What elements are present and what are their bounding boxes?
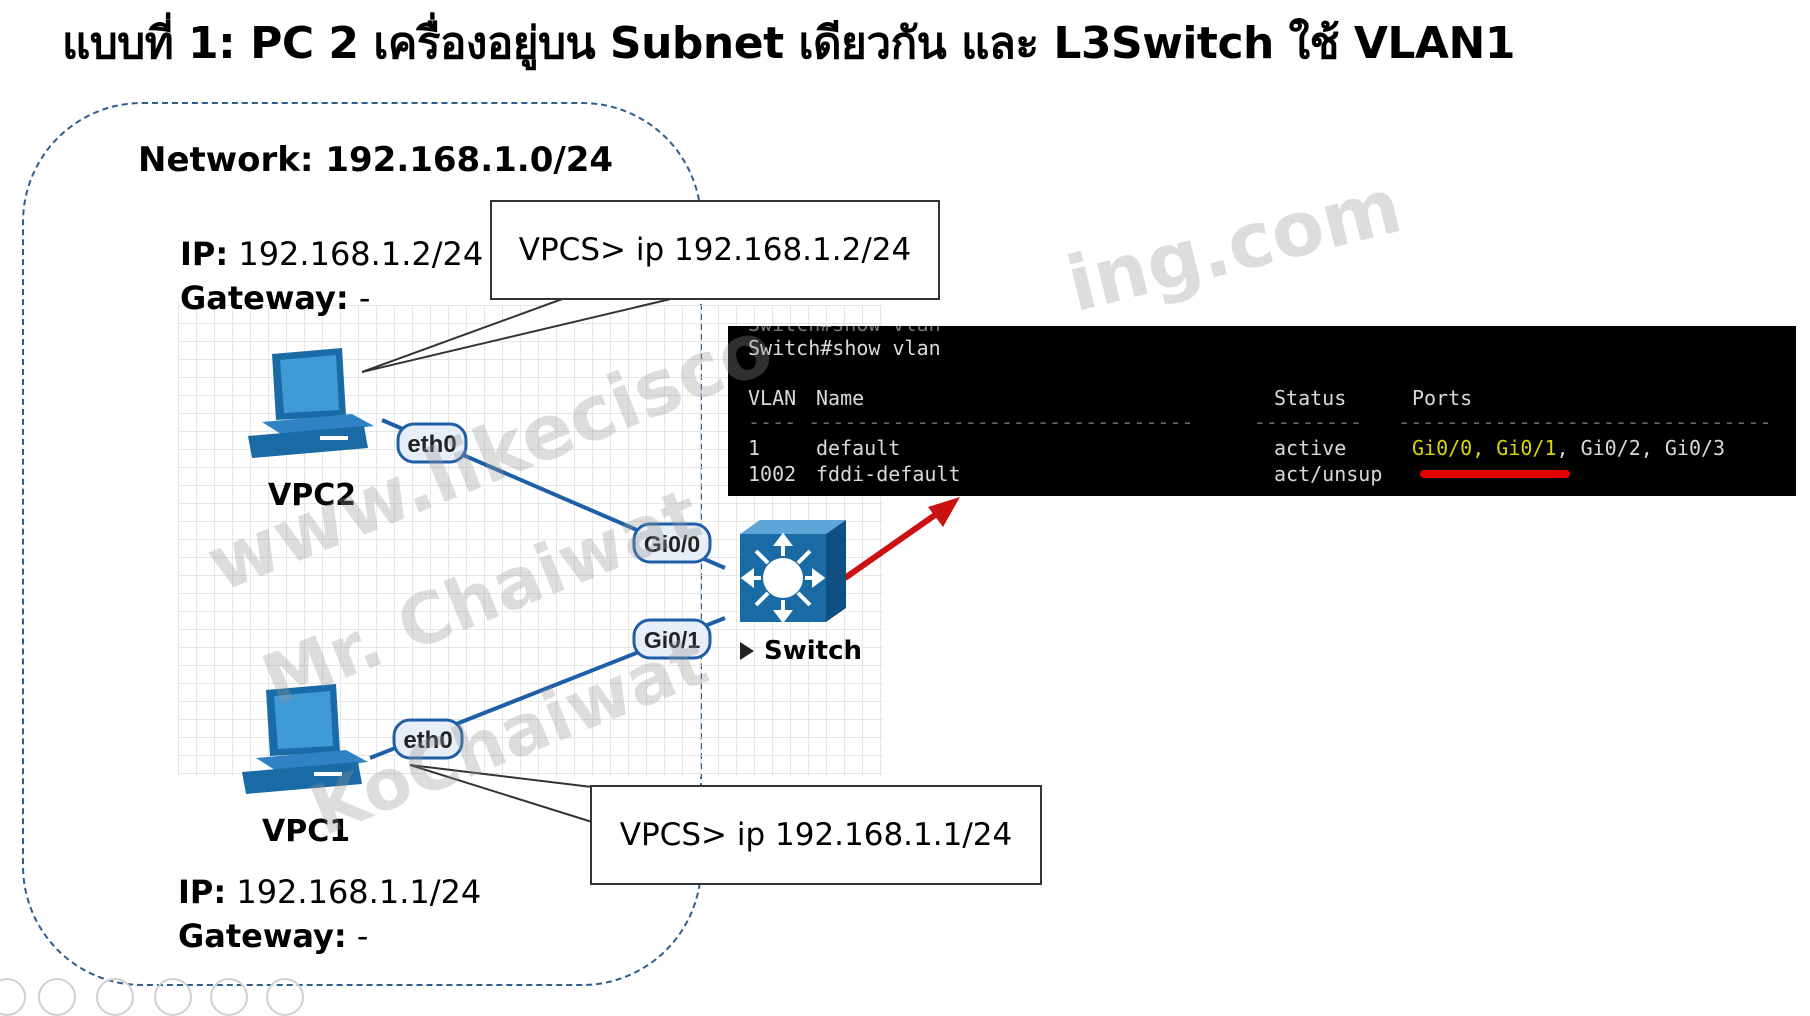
pc-icon[interactable] — [240, 340, 380, 465]
toolbar-zoom-button[interactable] — [210, 978, 248, 1016]
red-arrow-line — [843, 505, 947, 581]
vpc2-info: IP: 192.168.1.2/24 Gateway: - — [180, 232, 483, 320]
vpc1-ip-line: IP: 192.168.1.1/24 — [178, 870, 481, 914]
terminal-row-2-status: act/unsup — [1274, 462, 1383, 486]
network-label: Network: 192.168.1.0/24 — [138, 140, 614, 180]
pc-icon[interactable] — [234, 676, 374, 801]
toolbar-play-button[interactable] — [38, 978, 76, 1016]
switch-label-row: Switch — [738, 636, 862, 666]
page-title: แบบที่ 1: PC 2 เครื่องอยู่บน Subnet เดีย… — [62, 18, 1515, 69]
vpc1-gateway-label: Gateway: — [178, 917, 347, 955]
terminal-row-1-ports: Gi0/0, Gi0/1, Gi0/2, Gi0/3 — [1412, 436, 1725, 460]
terminal-header-ports: Ports — [1412, 386, 1473, 410]
terminal-row-2-vlan: 1002 — [748, 462, 797, 486]
terminal-header-name: Name — [816, 386, 865, 410]
vpc2-gateway-value: - — [348, 279, 371, 317]
vpc2-ip-value: 192.168.1.2/24 — [228, 235, 484, 273]
terminal-separator: ---- -------------------------------- --… — [748, 410, 1772, 434]
terminal-header-vlan: VLAN — [748, 386, 797, 410]
switch-port-gi01-tag: Gi0/1 — [632, 618, 712, 660]
vpc2-ip-line: IP: 192.168.1.2/24 — [180, 232, 483, 276]
vpc1-interface-tag: eth0 — [392, 718, 464, 760]
toolbar-slides-button[interactable] — [154, 978, 192, 1016]
toolbar-pen-button[interactable] — [96, 978, 134, 1016]
vpc1-gateway-line: Gateway: - — [178, 914, 481, 958]
multilayer-switch-icon[interactable] — [726, 512, 852, 632]
terminal-previous-line: Switch#show vlan — [748, 326, 941, 336]
terminal-prompt: Switch#show vlan — [748, 336, 941, 360]
vpc2-gateway-label: Gateway: — [180, 279, 349, 317]
terminal-row-1-ports-highlight: Gi0/0, Gi0/1 — [1412, 436, 1557, 460]
highlight-underline — [1420, 470, 1570, 478]
terminal-row-1-name: default — [816, 436, 901, 460]
play-icon — [740, 642, 754, 660]
vpc1-label: VPC1 — [262, 814, 351, 849]
switch-port-gi00-tag: Gi0/0 — [632, 522, 712, 564]
svg-text:Gi0/1: Gi0/1 — [644, 627, 700, 653]
vpc1-info: IP: 192.168.1.1/24 Gateway: - — [178, 870, 481, 958]
svg-text:eth0: eth0 — [407, 431, 456, 458]
vpc2-command-text: VPCS> ip 192.168.1.2/24 — [518, 232, 912, 268]
terminal-row-1-ports-rest: , Gi0/2, Gi0/3 — [1556, 436, 1726, 460]
toolbar-more-button[interactable] — [266, 978, 304, 1016]
terminal-header-status: Status — [1274, 386, 1347, 410]
vpc1-ip-label: IP: — [178, 873, 227, 911]
terminal-row-2-name: fddi-default — [816, 462, 961, 486]
vpc2-ip-label: IP: — [180, 235, 229, 273]
vpc2-gateway-line: Gateway: - — [180, 276, 483, 320]
vpc1-command-text: VPCS> ip 192.168.1.1/24 — [619, 817, 1013, 853]
terminal-row-1-vlan: 1 — [748, 436, 761, 460]
svg-text:eth0: eth0 — [403, 727, 452, 754]
terminal-window: Switch#show vlan Switch#show vlan VLAN N… — [728, 326, 1796, 496]
red-arrow-head — [928, 497, 960, 527]
vpc1-command-callout: VPCS> ip 192.168.1.1/24 — [590, 785, 1042, 885]
switch-label: Switch — [764, 636, 863, 666]
vpc1-gateway-value: - — [346, 917, 369, 955]
vpc2-interface-tag: eth0 — [396, 422, 468, 464]
terminal-row-1-status: active — [1274, 436, 1347, 460]
vpc2-command-callout: VPCS> ip 192.168.1.2/24 — [490, 200, 940, 300]
vpc2-label: VPC2 — [268, 478, 357, 513]
svg-text:Gi0/0: Gi0/0 — [644, 531, 700, 557]
vpc1-ip-value: 192.168.1.1/24 — [226, 873, 482, 911]
